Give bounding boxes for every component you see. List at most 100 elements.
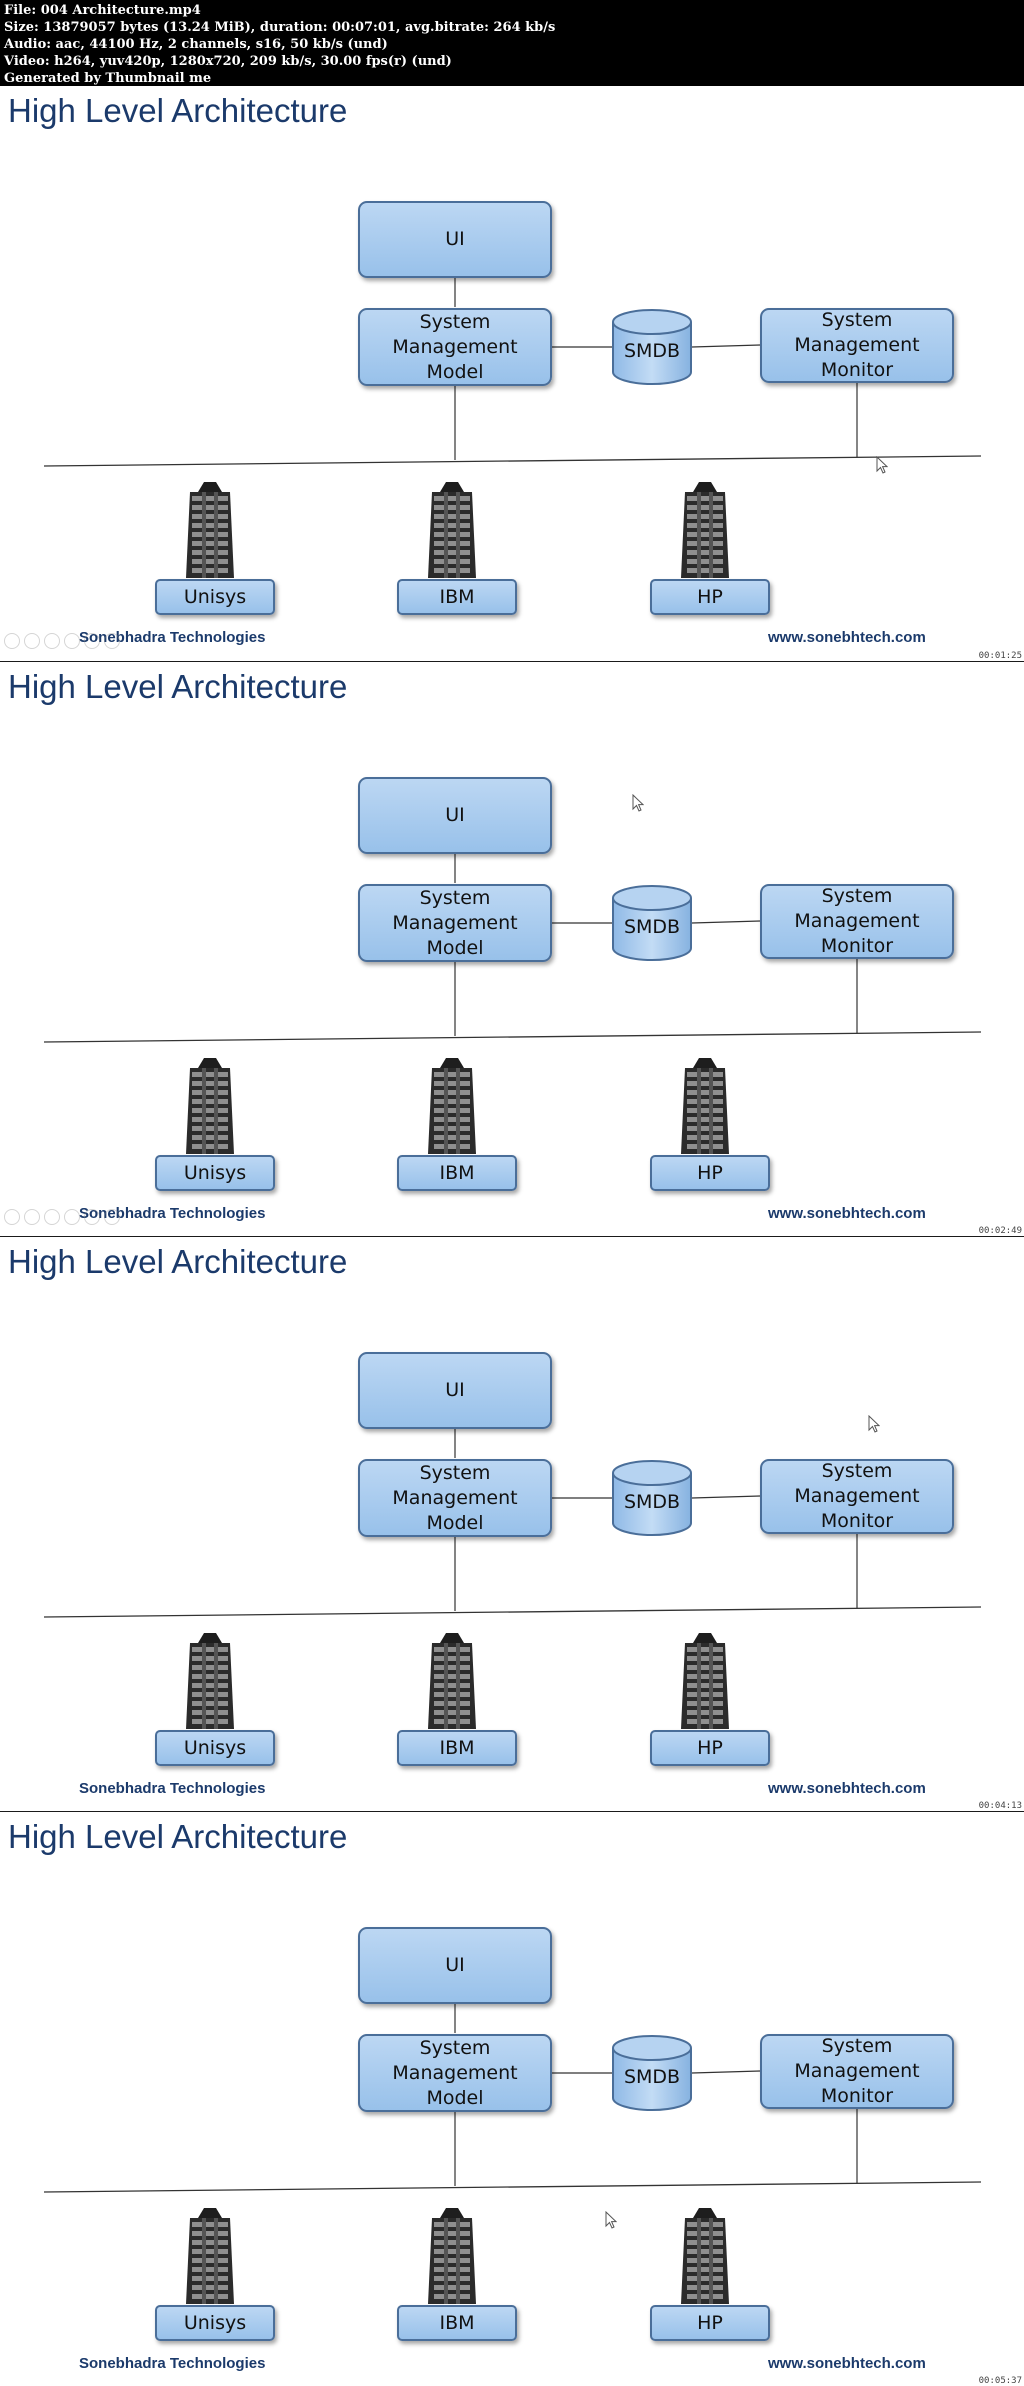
server-name: HP xyxy=(697,1161,723,1184)
player-control-icon[interactable] xyxy=(4,1209,20,1225)
system-management-model-box: System Management Model xyxy=(358,1459,552,1537)
ui-box-label: UI xyxy=(445,804,465,826)
server-tower-unisys xyxy=(178,482,242,582)
company-name: Sonebhadra Technologies xyxy=(79,1780,266,1797)
player-control-icon[interactable] xyxy=(24,1209,40,1225)
smdb-database: SMDB xyxy=(611,1459,693,1539)
ui-box-label: UI xyxy=(445,1379,465,1401)
slide-title: High Level Architecture xyxy=(8,1818,348,1855)
smdb-label: SMDB xyxy=(623,1491,681,1513)
server-tower-icon xyxy=(186,2208,234,2304)
ui-box: UI xyxy=(358,777,552,854)
system-management-monitor-label: System Management Monitor xyxy=(794,885,920,957)
server-tower-icon xyxy=(428,2208,476,2304)
slide-title: High Level Architecture xyxy=(8,668,348,705)
system-management-model-label: System Management Model xyxy=(392,1461,518,1534)
server-label-ibm: IBM xyxy=(397,1155,517,1191)
server-name: IBM xyxy=(439,1736,475,1759)
server-tower-icon xyxy=(681,482,729,578)
mouse-cursor-icon xyxy=(605,2210,618,2229)
player-control-icon[interactable] xyxy=(84,633,100,649)
database-cylinder-icon xyxy=(612,1460,692,1536)
server-name: IBM xyxy=(439,1161,475,1184)
player-controls[interactable] xyxy=(4,1209,120,1225)
server-label-hp: HP xyxy=(650,579,770,615)
company-name: Sonebhadra Technologies xyxy=(79,2355,266,2372)
server-tower-icon xyxy=(681,2208,729,2304)
system-management-model-box: System Management Model xyxy=(358,884,552,962)
video-frame: High Level Architecture UI System Manage… xyxy=(0,86,1024,661)
frame-timestamp: 00:02:49 xyxy=(978,1226,1022,1236)
system-management-model-label: System Management Model xyxy=(392,310,518,383)
player-control-icon[interactable] xyxy=(64,633,80,649)
player-control-icon[interactable] xyxy=(44,633,60,649)
company-name: Sonebhadra Technologies xyxy=(79,1205,266,1222)
video-frame: High Level Architecture UI System Manage… xyxy=(0,1236,1024,1811)
server-label-unisys: Unisys xyxy=(155,1155,275,1191)
system-management-monitor-box: System Management Monitor xyxy=(760,2034,954,2109)
ui-box: UI xyxy=(358,1352,552,1429)
player-control-icon[interactable] xyxy=(84,1209,100,1225)
server-tower-ibm xyxy=(420,1633,484,1733)
server-label-unisys: Unisys xyxy=(155,2305,275,2341)
player-control-icon[interactable] xyxy=(104,633,120,649)
server-tower-icon xyxy=(186,1058,234,1154)
server-name: HP xyxy=(697,1736,723,1759)
player-control-icon[interactable] xyxy=(104,1209,120,1225)
smdb-database: SMDB xyxy=(611,308,693,388)
player-control-icon[interactable] xyxy=(24,633,40,649)
smdb-to-monitor-connector xyxy=(691,344,761,348)
network-bus-line xyxy=(43,455,982,467)
server-tower-unisys xyxy=(178,2208,242,2308)
ui-box-label: UI xyxy=(445,228,465,250)
system-management-model-label: System Management Model xyxy=(392,2036,518,2109)
server-tower-icon xyxy=(186,482,234,578)
server-tower-unisys xyxy=(178,1633,242,1733)
smdb-label: SMDB xyxy=(623,340,681,362)
database-cylinder-icon xyxy=(612,885,692,961)
smdb-database: SMDB xyxy=(611,884,693,964)
audio-info-text: Audio: aac, 44100 Hz, 2 channels, s16, 5… xyxy=(4,37,388,52)
generator-text: Generated by Thumbnail me xyxy=(4,71,212,86)
server-name: Unisys xyxy=(183,585,247,608)
server-tower-hp xyxy=(673,2208,737,2308)
system-management-monitor-label: System Management Monitor xyxy=(794,309,920,381)
server-tower-icon xyxy=(681,1058,729,1154)
smdb-to-monitor-connector xyxy=(691,920,761,924)
company-website: www.sonebhtech.com xyxy=(768,1205,926,1222)
slide-title: High Level Architecture xyxy=(8,92,348,129)
system-management-model-label: System Management Model xyxy=(392,886,518,959)
smdb-label: SMDB xyxy=(623,916,681,938)
server-tower-icon xyxy=(186,1633,234,1729)
server-label-unisys: Unisys xyxy=(155,579,275,615)
server-tower-unisys xyxy=(178,1058,242,1158)
company-website: www.sonebhtech.com xyxy=(768,629,926,646)
mouse-cursor-icon xyxy=(632,793,645,812)
smdb-to-monitor-connector xyxy=(691,2070,761,2074)
ui-box-label: UI xyxy=(445,1954,465,1976)
server-label-hp: HP xyxy=(650,1730,770,1766)
mouse-cursor xyxy=(632,793,645,816)
server-label-ibm: IBM xyxy=(397,2305,517,2341)
frame-timestamp: 00:05:37 xyxy=(978,2376,1022,2386)
server-tower-icon xyxy=(428,1633,476,1729)
frame-timestamp: 00:04:13 xyxy=(978,1801,1022,1811)
mouse-cursor xyxy=(876,455,889,478)
server-name: Unisys xyxy=(183,1161,247,1184)
company-website: www.sonebhtech.com xyxy=(768,1780,926,1797)
company-website: www.sonebhtech.com xyxy=(768,2355,926,2372)
server-name: HP xyxy=(697,2311,723,2334)
system-management-model-box: System Management Model xyxy=(358,2034,552,2112)
video-frame: High Level Architecture UI System Manage… xyxy=(0,1811,1024,2386)
server-label-hp: HP xyxy=(650,1155,770,1191)
file-info-header: File: 004 Architecture.mp4 Size: 1387905… xyxy=(0,0,1024,86)
server-tower-hp xyxy=(673,1058,737,1158)
player-control-icon[interactable] xyxy=(64,1209,80,1225)
frame-timestamp: 00:01:25 xyxy=(978,651,1022,661)
player-control-icon[interactable] xyxy=(44,1209,60,1225)
player-controls[interactable] xyxy=(4,633,120,649)
server-label-ibm: IBM xyxy=(397,1730,517,1766)
player-control-icon[interactable] xyxy=(4,633,20,649)
video-info-text: Video: h264, yuv420p, 1280x720, 209 kb/s… xyxy=(4,54,452,69)
server-tower-ibm xyxy=(420,1058,484,1158)
